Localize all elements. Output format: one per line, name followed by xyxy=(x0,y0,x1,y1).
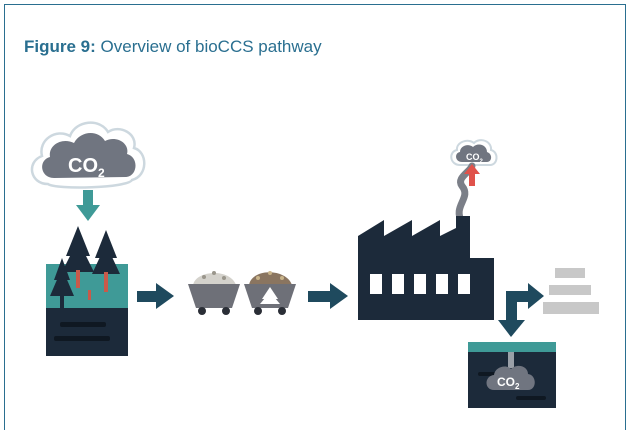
frame-bottom-mask xyxy=(4,430,626,440)
product-stack-icon xyxy=(543,268,599,314)
smoke-cloud-icon: CO2 xyxy=(450,139,498,166)
figure-frame xyxy=(4,4,626,440)
down-arrow-icon xyxy=(76,190,100,221)
figure-caption: Figure 9: Overview of bioCCS pathway xyxy=(24,37,322,57)
figure-title: Overview of bioCCS pathway xyxy=(95,37,322,56)
co2-small-text: CO2 xyxy=(466,152,484,165)
co2-cloud-icon: CO2 xyxy=(30,121,146,189)
wood-chip-cart-icon xyxy=(188,271,240,315)
figure-label: Figure 9: xyxy=(24,37,96,56)
co2-underground-text: CO2 xyxy=(497,375,520,391)
factory-icon xyxy=(358,216,494,320)
right-arrow-icon xyxy=(308,283,348,309)
co2-large-text: CO2 xyxy=(68,155,105,180)
pellet-cart-icon xyxy=(244,271,296,315)
smoke-plume xyxy=(455,162,480,226)
forest-icon xyxy=(46,226,128,356)
right-arrow-icon xyxy=(137,283,174,309)
underground-storage-icon: CO2 xyxy=(468,342,556,408)
bidirectional-arrow-icon xyxy=(498,283,544,337)
